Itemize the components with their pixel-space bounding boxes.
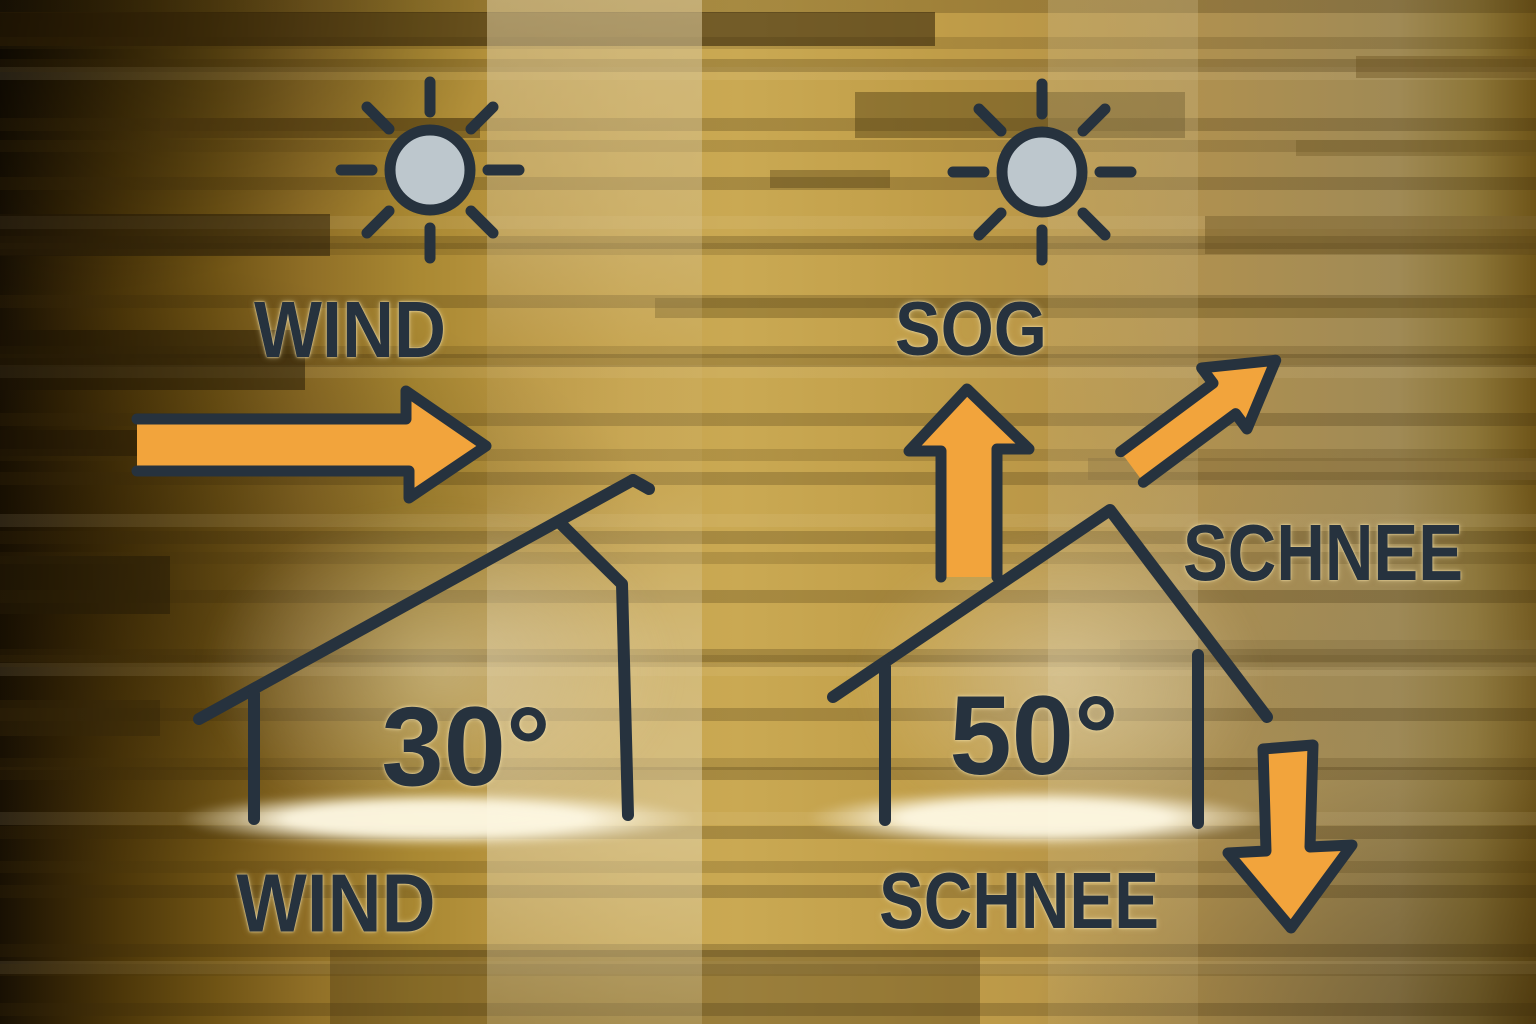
arrow-body (1222, 739, 1358, 934)
glitch-bar (1356, 56, 1536, 78)
sun-icon (335, 76, 525, 264)
glitch-bar (1120, 640, 1536, 670)
glitch-bar (0, 12, 935, 46)
arrow-outline (1115, 354, 1282, 488)
arrow-up-icon (903, 383, 1035, 583)
arrow-fill (909, 389, 1029, 577)
arrow-fill (1120, 360, 1276, 483)
wind-label-bottom: WIND (236, 856, 436, 950)
roof-angle-right: 50° (949, 673, 1119, 798)
ridge-cap (627, 474, 655, 495)
roof-slopes (827, 504, 1273, 723)
glitch-bar (655, 298, 1536, 318)
glitch-bar (0, 330, 305, 390)
arrow-right-icon (131, 385, 492, 504)
glitch-bar (0, 430, 150, 456)
sun-rays (335, 76, 525, 264)
arrow-up-right-icon (1115, 354, 1282, 488)
schnee-label-side: SCHNEE (1182, 508, 1464, 597)
house-monopitch-icon (193, 474, 655, 825)
glitch-bar (160, 118, 480, 138)
glitch-bar (0, 556, 170, 614)
sun-icon (947, 78, 1137, 266)
roof-angle-left: 30° (381, 684, 551, 809)
arrow-fill (137, 391, 486, 498)
glitch-bar (1296, 140, 1536, 156)
wind-label-top: WIND (254, 285, 446, 374)
sun-core (384, 124, 476, 216)
glitch-bar (1205, 216, 1536, 254)
arrow-down-icon (1222, 739, 1358, 934)
schnee-label-bottom: SCHNEE (878, 856, 1160, 945)
sun-rays (947, 78, 1137, 266)
glitch-bar (770, 170, 890, 188)
glitch-bar (0, 214, 330, 256)
arrow-outline (131, 385, 492, 504)
glitch-bar (855, 92, 1185, 138)
house-gable-icon (827, 504, 1273, 829)
arrow-outline (903, 383, 1035, 583)
sun-core (996, 126, 1088, 218)
glitch-bar (1088, 458, 1536, 480)
right-wall (553, 516, 634, 821)
sog-label: SOG (894, 287, 1048, 372)
glitch-bar (0, 700, 160, 736)
